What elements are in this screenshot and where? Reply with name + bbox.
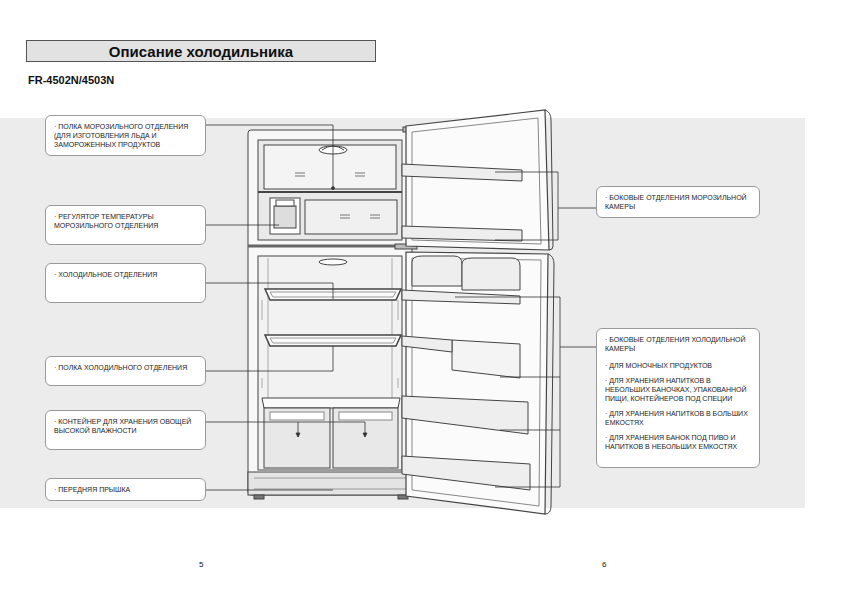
callout-item: · ДЛЯ ХРАНЕНИЯ НАПИТКОВ В БОЛЬШИХ ЕМКОСТ… <box>605 409 751 427</box>
callout-text: · КОНТЕЙНЕР ДЛЯ ХРАНЕНИЯ ОВОЩЕЙ ВЫСОКОЙ … <box>54 417 197 435</box>
title-text: Описание холодильника <box>109 43 293 60</box>
page-number: 5 <box>199 560 203 569</box>
callout-text: · РЕГУЛЯТОР ТЕМПЕРАТУРЫ МОРОЗИЛЬНОГО ОТД… <box>54 212 197 230</box>
page-number: 6 <box>602 560 606 569</box>
callout-text: · ПОЛКА ХОЛОДИЛЬНОГО ОТДЕЛЕНИЯ <box>54 363 197 372</box>
callout-box: · БОКОВЫЕ ОТДЕЛЕНИЯ ХОЛОДИЛЬНОЙ КАМЕРЫ · … <box>596 328 760 468</box>
callout-text: · БОКОВЫЕ ОТДЕЛЕНИЯ ХОЛОДИЛЬНОЙ КАМЕРЫ <box>605 335 751 353</box>
callout-box: · БОКОВЫЕ ОТДЕЛЕНИЯ МОРОЗИЛЬНОЙ КАМЕРЫ <box>596 186 760 218</box>
callout-item: · ДЛЯ МОНОЧНЫХ ПРОДУКТОВ <box>605 361 751 370</box>
callout-text: · ПЕРЕДНЯЯ ПРЫШКА <box>54 485 197 494</box>
callout-box: · КОНТЕЙНЕР ДЛЯ ХРАНЕНИЯ ОВОЩЕЙ ВЫСОКОЙ … <box>45 410 206 450</box>
callout-item: · ДЛЯ ХРАНЕНИЯ БАНОК ПОД ПИВО И НАПИТКОВ… <box>605 433 751 451</box>
callout-box: · ПОЛКА МОРОЗИЛЬНОГО ОТДЕЛЕНИЯ (ДЛЯ ИЗГО… <box>45 115 206 156</box>
model-label: FR-4502N/4503N <box>28 74 114 86</box>
callout-item: · ДЛЯ ХРАНЕНИЯ НАПИТКОВ В НЕБОЛЬШИХ БАНО… <box>605 376 751 403</box>
callout-box: · ХОЛОДИЛЬНОЕ ОТДЕЛЕНИЯ <box>45 263 206 303</box>
callout-text: · ПОЛКА МОРОЗИЛЬНОГО ОТДЕЛЕНИЯ (ДЛЯ ИЗГО… <box>54 122 197 149</box>
callout-box: · ПОЛКА ХОЛОДИЛЬНОГО ОТДЕЛЕНИЯ <box>45 356 206 386</box>
callout-box: · РЕГУЛЯТОР ТЕМПЕРАТУРЫ МОРОЗИЛЬНОГО ОТД… <box>45 205 206 245</box>
callout-text: · БОКОВЫЕ ОТДЕЛЕНИЯ МОРОЗИЛЬНОЙ КАМЕРЫ <box>605 193 751 211</box>
callout-text: · ХОЛОДИЛЬНОЕ ОТДЕЛЕНИЯ <box>54 270 197 279</box>
callout-box: · ПЕРЕДНЯЯ ПРЫШКА <box>45 478 206 501</box>
title-box: Описание холодильника <box>26 40 376 62</box>
